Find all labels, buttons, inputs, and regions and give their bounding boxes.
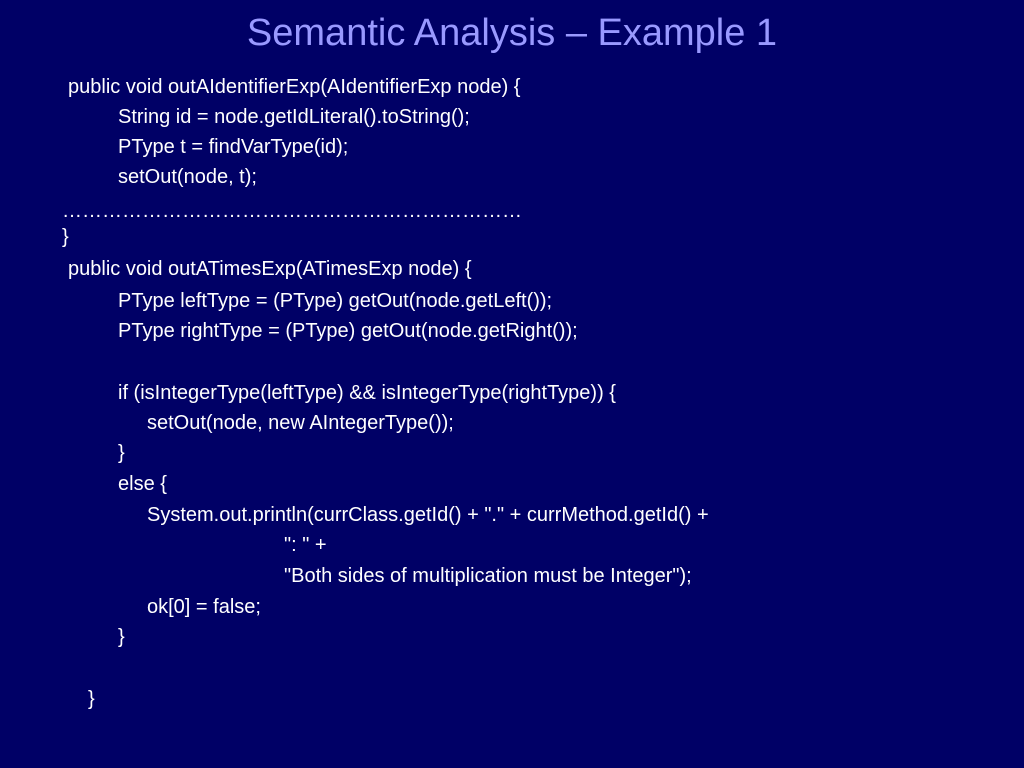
slide-title: Semantic Analysis – Example 1 <box>246 12 778 54</box>
code-line-close-brace-1: } <box>62 226 69 248</box>
code-line-string-id: String id = node.getIdLiteral().toString… <box>118 106 470 128</box>
code-line-method-signature-identifier: public void outAIdentifierExp(AIdentifie… <box>68 76 521 98</box>
code-line-setout-integer: setOut(node, new AIntegerType()); <box>147 412 454 434</box>
code-line-close-brace-method: } <box>88 688 95 710</box>
code-line-error-message: "Both sides of multiplication must be In… <box>284 565 692 587</box>
code-line-method-signature-times: public void outATimesExp(ATimesExp node)… <box>68 258 472 280</box>
code-line-ok-false: ok[0] = false; <box>147 596 261 618</box>
code-line-if-condition: if (isIntegerType(leftType) && isInteger… <box>118 382 616 404</box>
code-line-ellipsis: …………………………………………………………… <box>62 200 522 222</box>
code-line-ptype-t: PType t = findVarType(id); <box>118 136 349 158</box>
code-line-else: else { <box>118 473 167 495</box>
code-line-println: System.out.println(currClass.getId() + "… <box>147 504 709 526</box>
code-line-right-type: PType rightType = (PType) getOut(node.ge… <box>118 320 578 342</box>
code-line-colon-string: ": " + <box>284 534 327 556</box>
code-line-setout-t: setOut(node, t); <box>118 166 257 188</box>
code-line-close-brace-if: } <box>118 442 125 464</box>
code-line-left-type: PType leftType = (PType) getOut(node.get… <box>118 290 553 312</box>
code-line-close-brace-else: } <box>118 626 125 648</box>
